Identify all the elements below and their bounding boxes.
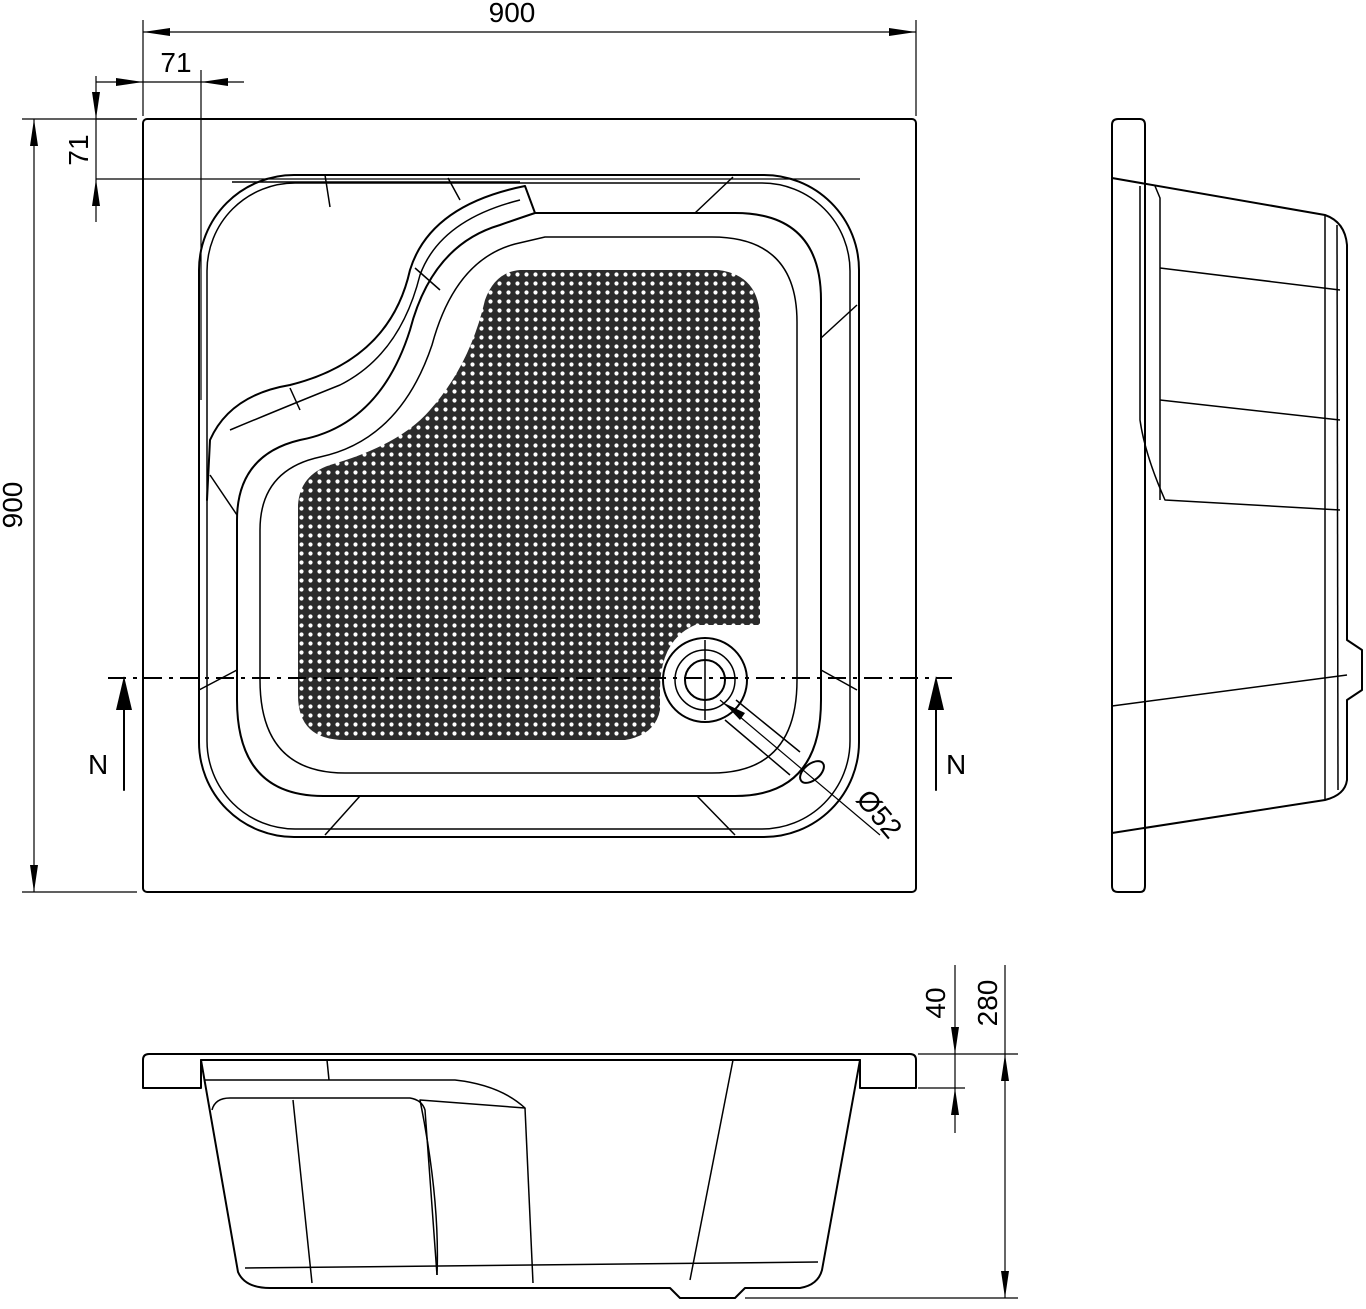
corner-facet-bl xyxy=(198,669,238,691)
dim-drain-label: Ø52 xyxy=(850,784,908,844)
side-view xyxy=(1111,118,1363,893)
dim-total-height-label: 280 xyxy=(972,980,1003,1027)
seat-facet-5 xyxy=(209,474,238,516)
front-seat-2 xyxy=(211,1097,438,1276)
side-facet-2 xyxy=(1336,224,1339,791)
dim-rim-height-label: 40 xyxy=(920,987,951,1018)
overflow-pipe xyxy=(724,699,801,776)
basin-floor-edge xyxy=(236,212,822,797)
front-facet-3 xyxy=(524,1107,534,1284)
front-floor-line xyxy=(244,1261,819,1269)
top-view: N N 900 71 71 900 Ø52 xyxy=(0,0,966,893)
dim-rim-top-label: 71 xyxy=(160,47,191,78)
seat-facet-3 xyxy=(414,267,441,291)
corner-facet-br2 xyxy=(820,669,858,691)
dim-width-label: 900 xyxy=(489,0,536,28)
side-inner-wall xyxy=(1139,186,1341,511)
basin-floor-inner-edge xyxy=(259,236,798,774)
side-rim xyxy=(1111,118,1146,893)
section-mark-right: N xyxy=(946,749,966,780)
dim-depth-label: 900 xyxy=(0,482,28,529)
front-facet-1 xyxy=(292,1099,313,1284)
drain-outer xyxy=(662,637,748,723)
front-facet-2 xyxy=(326,1059,330,1081)
dim-drain-leader xyxy=(719,699,881,836)
anti-slip-texture xyxy=(298,270,760,740)
front-rim xyxy=(142,1053,917,1089)
side-panel-line-3 xyxy=(1111,674,1348,707)
basin-outer-edge xyxy=(198,174,860,838)
corner-facet-bl2 xyxy=(324,795,361,836)
overflow-outlet xyxy=(799,760,825,784)
front-body xyxy=(200,1059,861,1299)
section-mark-left: N xyxy=(88,749,108,780)
seat-facet-4 xyxy=(289,387,301,411)
seat-facet-2 xyxy=(447,177,461,201)
seat-inner-line xyxy=(229,199,521,431)
front-facet-4 xyxy=(689,1059,734,1281)
dim-rim-side-label: 71 xyxy=(63,134,94,165)
tray-outer-rim xyxy=(142,118,917,893)
side-panel-line-2 xyxy=(1159,399,1341,421)
seat-facet-1 xyxy=(324,174,331,208)
section-arrowhead-left xyxy=(116,676,132,710)
corner-facet-tr2 xyxy=(820,304,858,339)
side-seat-line xyxy=(1154,185,1161,500)
side-panel-line-1 xyxy=(1159,267,1341,291)
front-seat xyxy=(205,1079,526,1276)
side-body xyxy=(1111,177,1363,834)
corner-facet-br xyxy=(696,795,736,836)
seat-outline xyxy=(206,185,536,501)
section-arrowhead-right xyxy=(928,676,944,710)
corner-facet-tr xyxy=(694,176,734,214)
front-view: 40 280 xyxy=(142,965,1018,1299)
basin-mid-edge xyxy=(206,182,851,830)
